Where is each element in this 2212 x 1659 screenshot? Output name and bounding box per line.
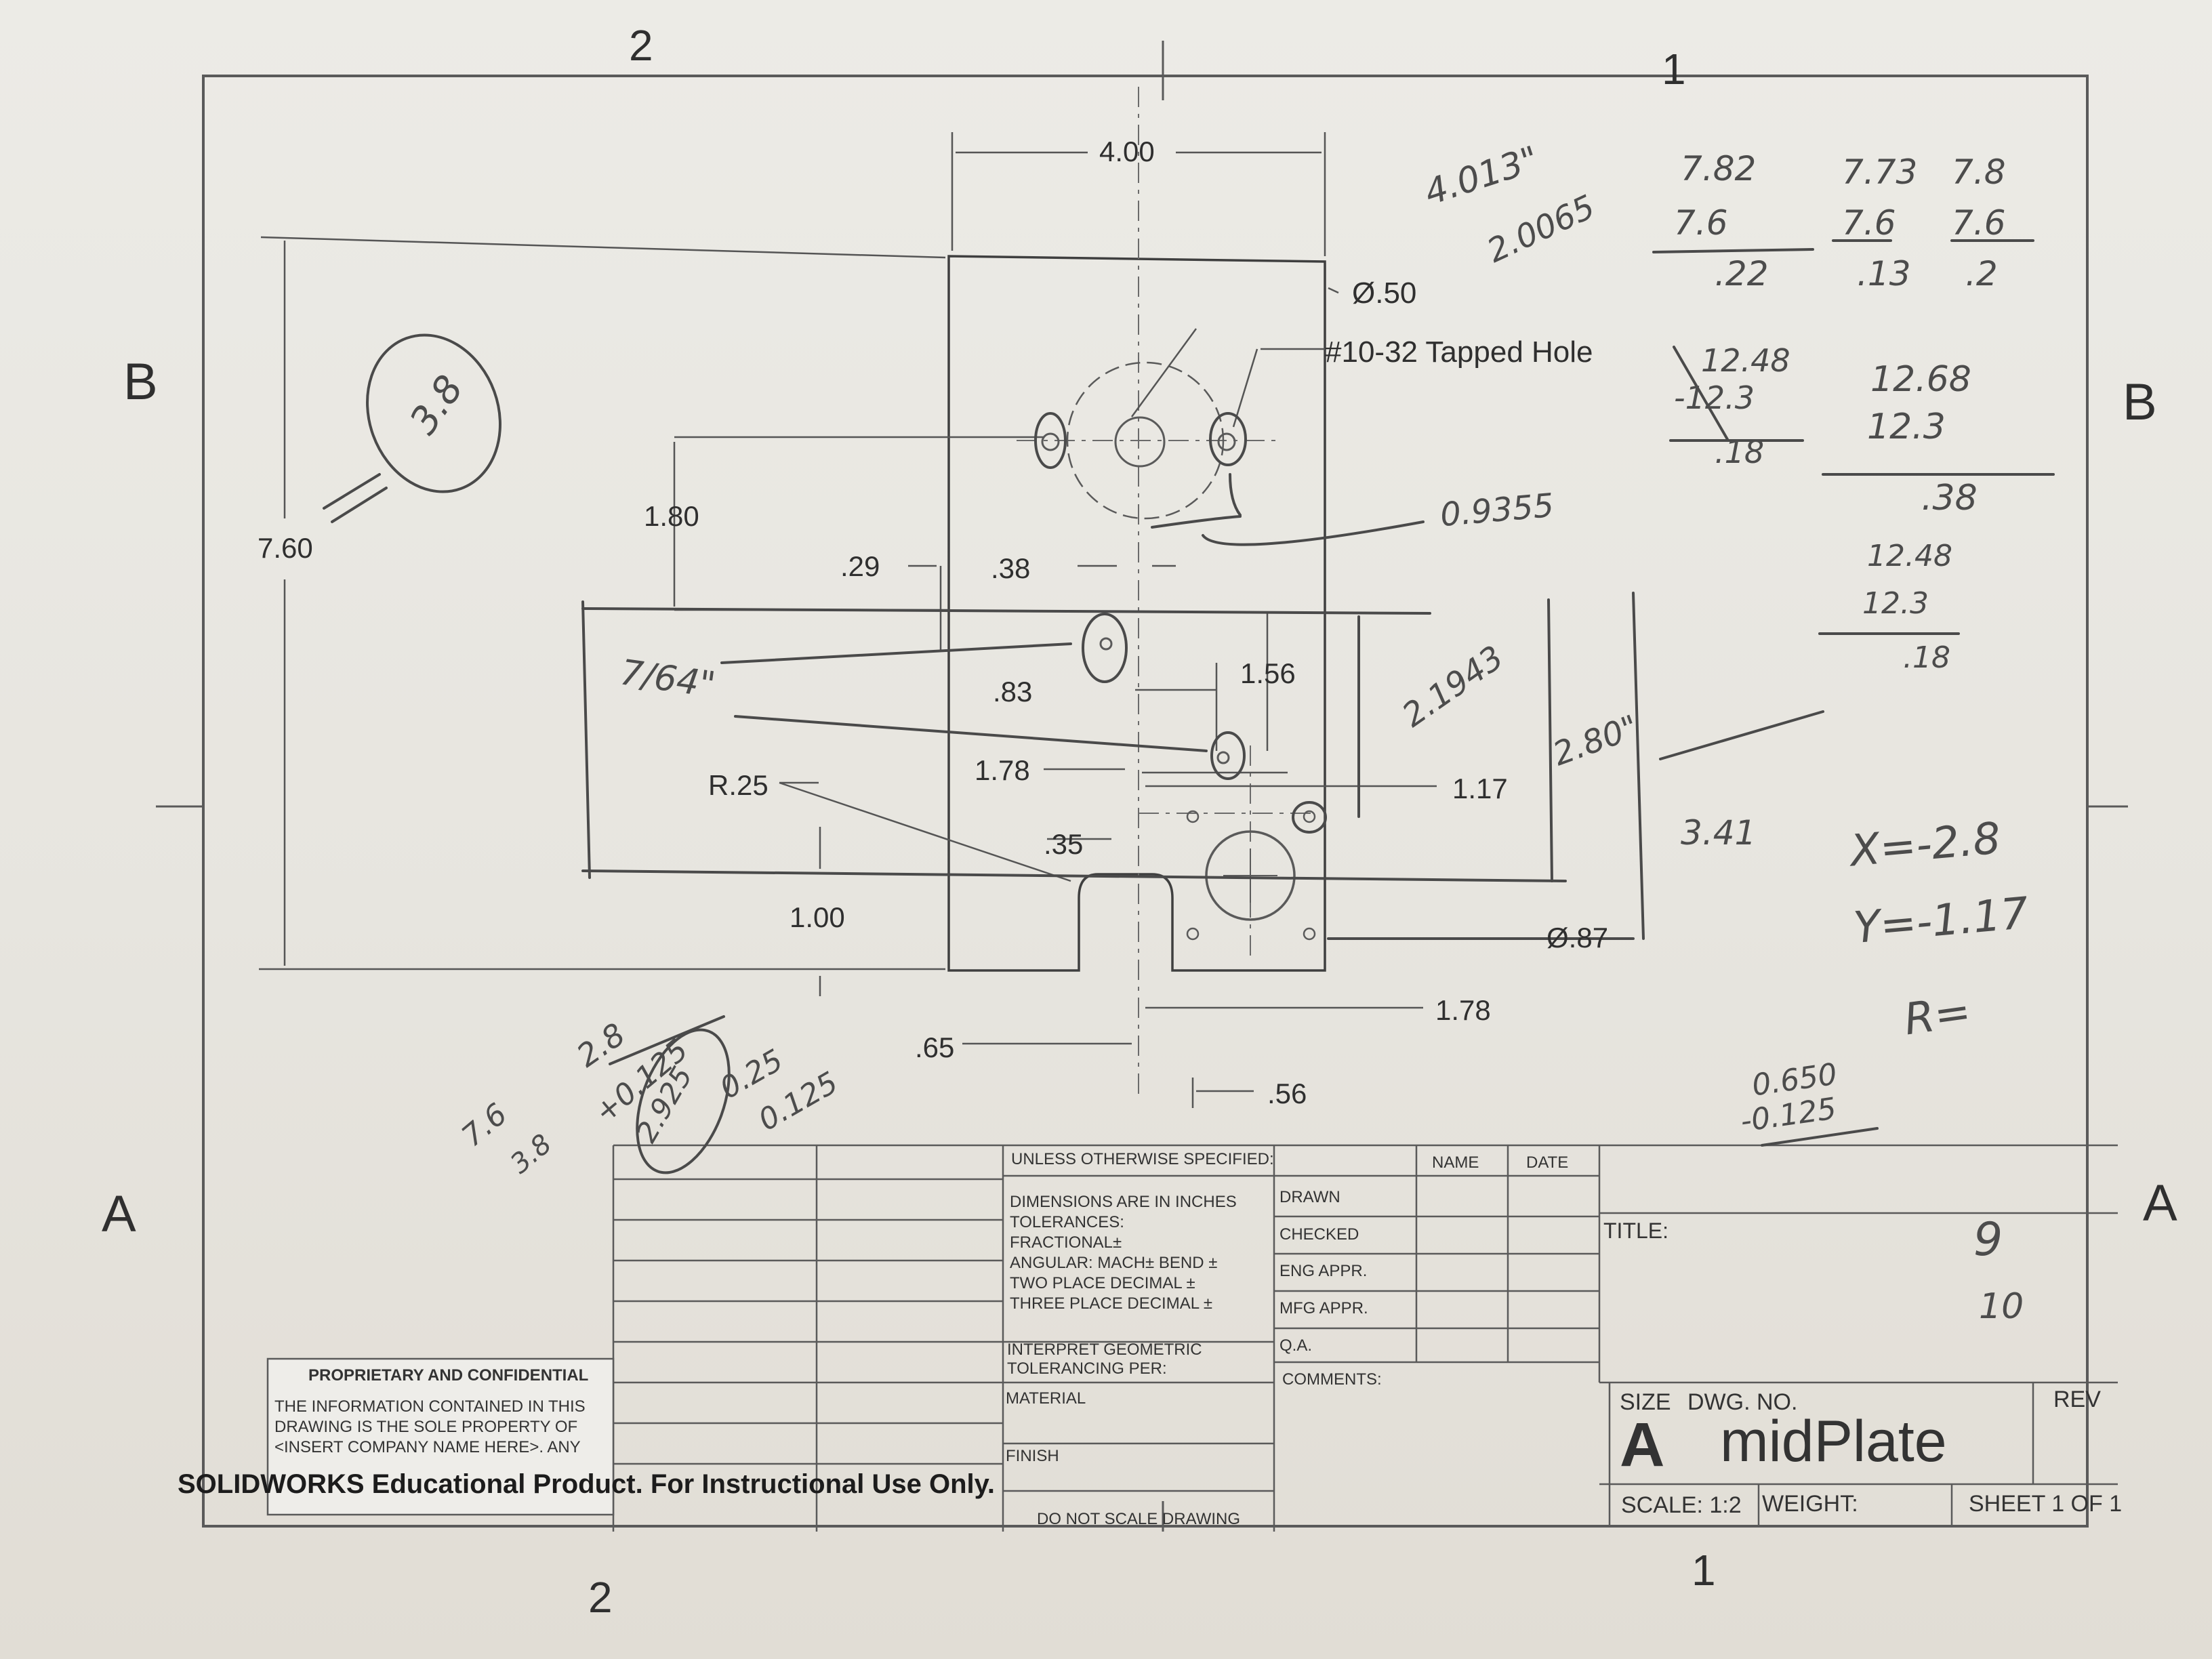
title-block	[266, 1144, 2118, 1532]
hw-r3a: 7.8	[1952, 152, 2006, 192]
tb-dwg-no: midPlate	[1720, 1409, 1947, 1474]
tb-eng: ENG APPR.	[1279, 1262, 1368, 1280]
hw-r2c: .13	[1857, 254, 1911, 293]
hw-9: 9	[1973, 1213, 2003, 1267]
tb-weight: WEIGHT:	[1762, 1491, 1858, 1517]
hw-r6b: 12.3	[1862, 586, 1929, 621]
tb-dim-inches: DIMENSIONS ARE IN INCHES	[1010, 1193, 1237, 1211]
hw-r5c: .38	[1921, 478, 1978, 518]
tb-dns: DO NOT SCALE DRAWING	[1037, 1510, 1241, 1528]
hw-r1c: .22	[1715, 254, 1769, 293]
tb-comments: COMMENTS:	[1282, 1370, 1382, 1389]
dim-38: .38	[991, 552, 1031, 584]
tb-prop-l1: THE INFORMATION CONTAINED IN THIS	[274, 1397, 586, 1416]
dim-1-00: 1.00	[790, 901, 845, 933]
tb-unless: UNLESS OTHERWISE SPECIFIED:	[1011, 1150, 1274, 1168]
hw-r5b: 12.3	[1867, 407, 1946, 447]
dim-height: 7.60	[258, 532, 313, 564]
dim-65: .65	[915, 1031, 955, 1063]
tb-checked: CHECKED	[1279, 1225, 1359, 1244]
dim-1-78-b: 1.78	[1435, 994, 1491, 1026]
part-outline	[947, 255, 1326, 972]
tb-date: DATE	[1526, 1153, 1569, 1172]
zone-a-right: A	[2143, 1174, 2177, 1232]
dim-r25: R.25	[708, 769, 769, 801]
tb-qa: Q.A.	[1279, 1336, 1313, 1355]
dim-width: 4.00	[1099, 136, 1155, 167]
hw-r: R=	[1901, 986, 1974, 1046]
tb-tolerances: TOLERANCES:	[1010, 1213, 1124, 1231]
hw-r1b: 7.6	[1674, 203, 1728, 243]
tb-prop-title: PROPRIETARY AND CONFIDENTIAL	[308, 1366, 589, 1385]
hw-r4b: -12.3	[1674, 380, 1755, 416]
hw-r5a: 12.68	[1870, 359, 1971, 400]
tb-prop-l3: <INSERT COMPANY NAME HERE>. ANY	[274, 1438, 581, 1456]
tb-title: TITLE:	[1603, 1218, 1669, 1243]
tb-drawn: DRAWN	[1279, 1188, 1340, 1206]
tb-size: A	[1620, 1410, 1665, 1479]
hw-r3c: .2	[1965, 254, 1998, 293]
dim-35: .35	[1044, 828, 1084, 860]
hw-r2a: 7.73	[1842, 152, 1918, 192]
dim-hole-dia: Ø.50	[1352, 276, 1417, 310]
tb-angular: ANGULAR: MACH± BEND ±	[1010, 1254, 1218, 1272]
dim-1-80: 1.80	[644, 500, 699, 532]
tb-rev-label: REV	[2053, 1387, 2101, 1412]
hw-341: 3.41	[1681, 813, 1757, 853]
tb-interpret: INTERPRET GEOMETRIC	[1007, 1340, 1202, 1359]
zone-1-bottom: 1	[1692, 1546, 1716, 1595]
hw-r3b: 7.6	[1952, 203, 2006, 243]
zone-b-right: B	[2123, 373, 2157, 431]
dim-87: Ø.87	[1547, 922, 1609, 954]
zone-2-bottom: 2	[588, 1573, 613, 1622]
hw-10: 10	[1979, 1286, 2024, 1327]
tb-scale: SCALE: 1:2	[1621, 1492, 1742, 1518]
dim-1-56: 1.56	[1240, 657, 1296, 689]
dim-1-17: 1.17	[1452, 773, 1508, 804]
hw-r2b: 7.6	[1842, 203, 1896, 243]
hw-r6c: .18	[1903, 640, 1950, 675]
dim-tapped-hole: #10-32 Tapped Hole	[1325, 335, 1593, 369]
zone-b-left: B	[123, 353, 158, 411]
tb-two-place: TWO PLACE DECIMAL ±	[1010, 1274, 1195, 1292]
dim-29: .29	[840, 550, 880, 582]
tb-name: NAME	[1432, 1153, 1479, 1172]
tb-three-place: THREE PLACE DECIMAL ±	[1010, 1294, 1213, 1313]
dim-1-78-a: 1.78	[975, 754, 1030, 786]
tb-dwg-label: DWG. NO.	[1687, 1389, 1798, 1415]
tb-sheet: SHEET 1 OF 1	[1969, 1491, 2123, 1517]
dim-56: .56	[1267, 1078, 1307, 1109]
tb-fractional: FRACTIONAL±	[1010, 1233, 1122, 1252]
hw-r4a: 12.48	[1701, 342, 1790, 379]
zone-a-left: A	[102, 1185, 136, 1243]
zone-1-top: 1	[1662, 45, 1686, 94]
hw-r6a: 12.48	[1867, 539, 1952, 573]
tb-mfg: MFG APPR.	[1279, 1299, 1368, 1317]
hw-r1a: 7.82	[1681, 149, 1757, 188]
tb-tolerancing: TOLERANCING PER:	[1007, 1359, 1167, 1378]
tb-prop-l2: DRAWING IS THE SOLE PROPERTY OF	[274, 1418, 578, 1436]
watermark: SOLIDWORKS Educational Product. For Inst…	[178, 1469, 996, 1499]
zone-2-top: 2	[629, 21, 653, 70]
tb-material: MATERIAL	[1006, 1389, 1086, 1408]
hw-r4c: .18	[1715, 434, 1765, 470]
border-frame	[202, 75, 2089, 1528]
tb-finish: FINISH	[1006, 1447, 1059, 1465]
tb-size-label: SIZE	[1620, 1389, 1671, 1415]
dim-83: .83	[993, 676, 1033, 708]
